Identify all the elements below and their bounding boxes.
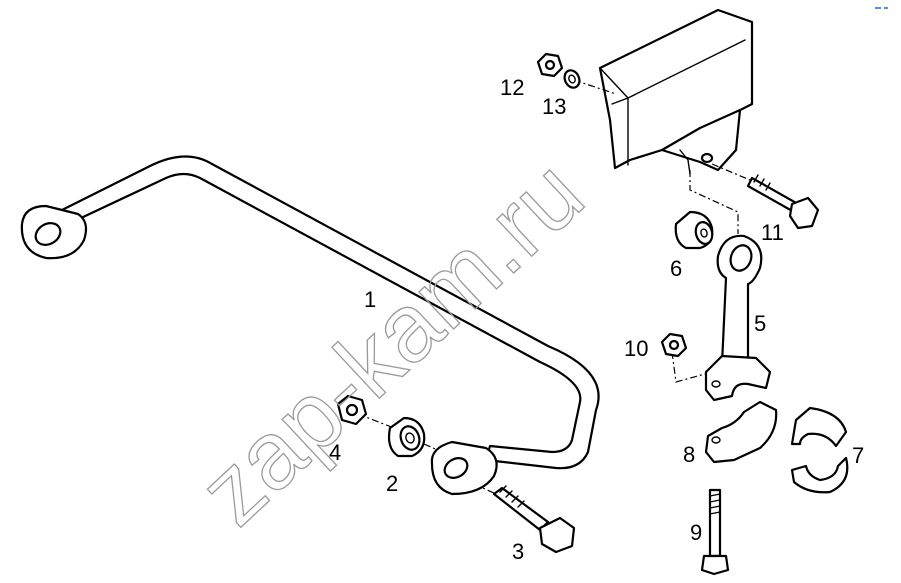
callout-11: 11 — [761, 220, 784, 245]
callout-8: 8 — [683, 442, 695, 467]
bushing-part — [387, 416, 426, 458]
nut-part-10 — [660, 332, 688, 358]
callout-2: 2 — [386, 471, 398, 496]
callout-5: 5 — [754, 311, 766, 336]
callout-10: 10 — [624, 336, 648, 361]
callout-4: 4 — [329, 440, 341, 465]
callout-3: 3 — [512, 539, 524, 564]
bolt-part-3 — [492, 485, 576, 554]
washer-part-13 — [563, 69, 581, 89]
frame-rail — [598, 8, 754, 175]
bushing-halves-part-7 — [790, 406, 849, 494]
clamp-part-8 — [704, 400, 778, 464]
stabilizer-bar — [20, 155, 600, 496]
bushing-part-6 — [674, 210, 714, 250]
callout-12: 12 — [500, 75, 524, 100]
bolt-part-11 — [746, 174, 820, 230]
callout-1: 1 — [364, 287, 376, 312]
nut-part-4 — [336, 394, 368, 426]
link-part-5 — [704, 234, 772, 402]
callout-6: 6 — [670, 256, 682, 281]
callout-13: 13 — [542, 94, 566, 119]
bolt-part-9 — [700, 488, 730, 576]
nut-part-12 — [536, 52, 564, 78]
callout-7: 7 — [852, 443, 864, 468]
callout-9: 9 — [690, 520, 702, 545]
